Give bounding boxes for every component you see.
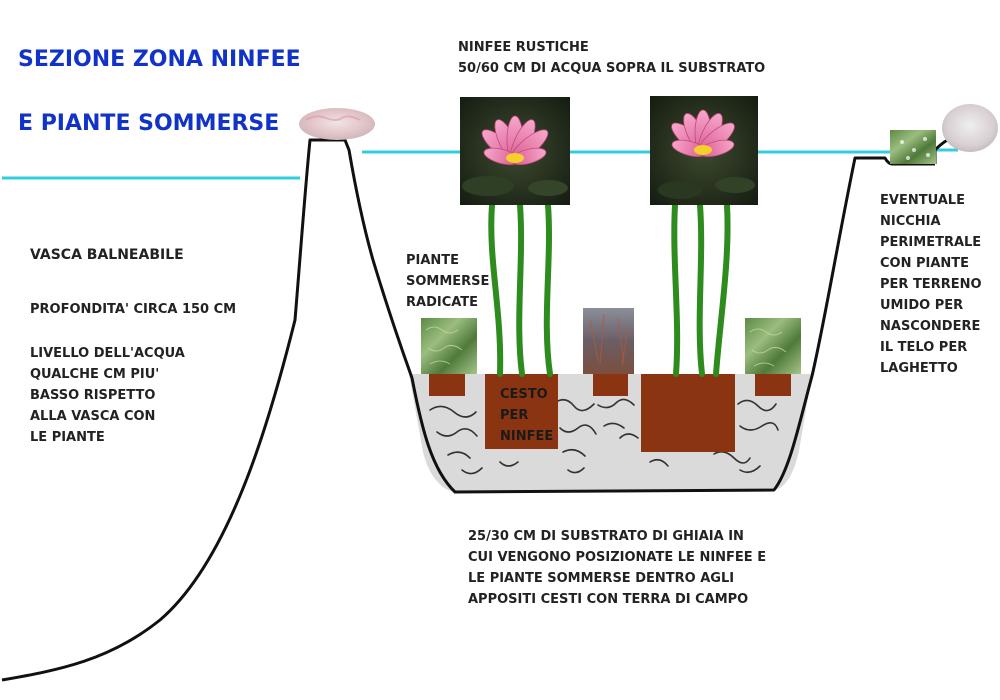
basket-left-ninfee	[485, 374, 558, 449]
title-line-2: E PIANTE SOMMERSE	[18, 111, 280, 136]
small-basket-center	[593, 374, 628, 396]
basket-label: CESTO PER NINFEE	[500, 387, 554, 444]
submerged-plant-photo-center	[583, 308, 634, 374]
small-basket-left	[429, 374, 465, 396]
pool-water-level-label: LIVELLO DELL'ACQUA QUALCHE CM PIU' BASSO…	[30, 346, 185, 445]
submerged-plant-photo-left	[421, 318, 477, 374]
rock-right	[942, 104, 998, 152]
lily-photo-right	[650, 96, 758, 205]
substrate-label: 25/30 CM DI SUBSTRATO DI GHIAIA IN CUI V…	[468, 529, 767, 607]
roots	[429, 398, 779, 475]
niche-plant-photo	[890, 130, 936, 164]
perimeter-niche-label: EVENTUALE NICCHIA PERIMETRALE CON PIANTE…	[880, 193, 982, 376]
small-basket-right	[755, 374, 791, 396]
pool-depth-label: PROFONDITA' CIRCA 150 CM	[30, 302, 237, 317]
pond-profile-left	[1, 138, 893, 682]
lily-photo-left	[460, 97, 570, 205]
pool-title-label: VASCA BALNEABILE	[30, 247, 184, 263]
basket-right-ninfee	[641, 374, 735, 452]
lily-stems	[488, 202, 731, 377]
rock-top-left	[299, 108, 375, 140]
submerged-plant-photo-right	[745, 318, 801, 374]
submerged-plants-label: PIANTE SOMMERSE RADICATE	[406, 253, 490, 310]
title-line-1: SEZIONE ZONA NINFEE	[18, 47, 301, 72]
ninfee-rustiche-label: NINFEE RUSTICHE 50/60 CM DI ACQUA SOPRA …	[458, 40, 766, 76]
diagram-title: SEZIONE ZONA NINFEE E PIANTE SOMMERSE	[18, 12, 301, 172]
